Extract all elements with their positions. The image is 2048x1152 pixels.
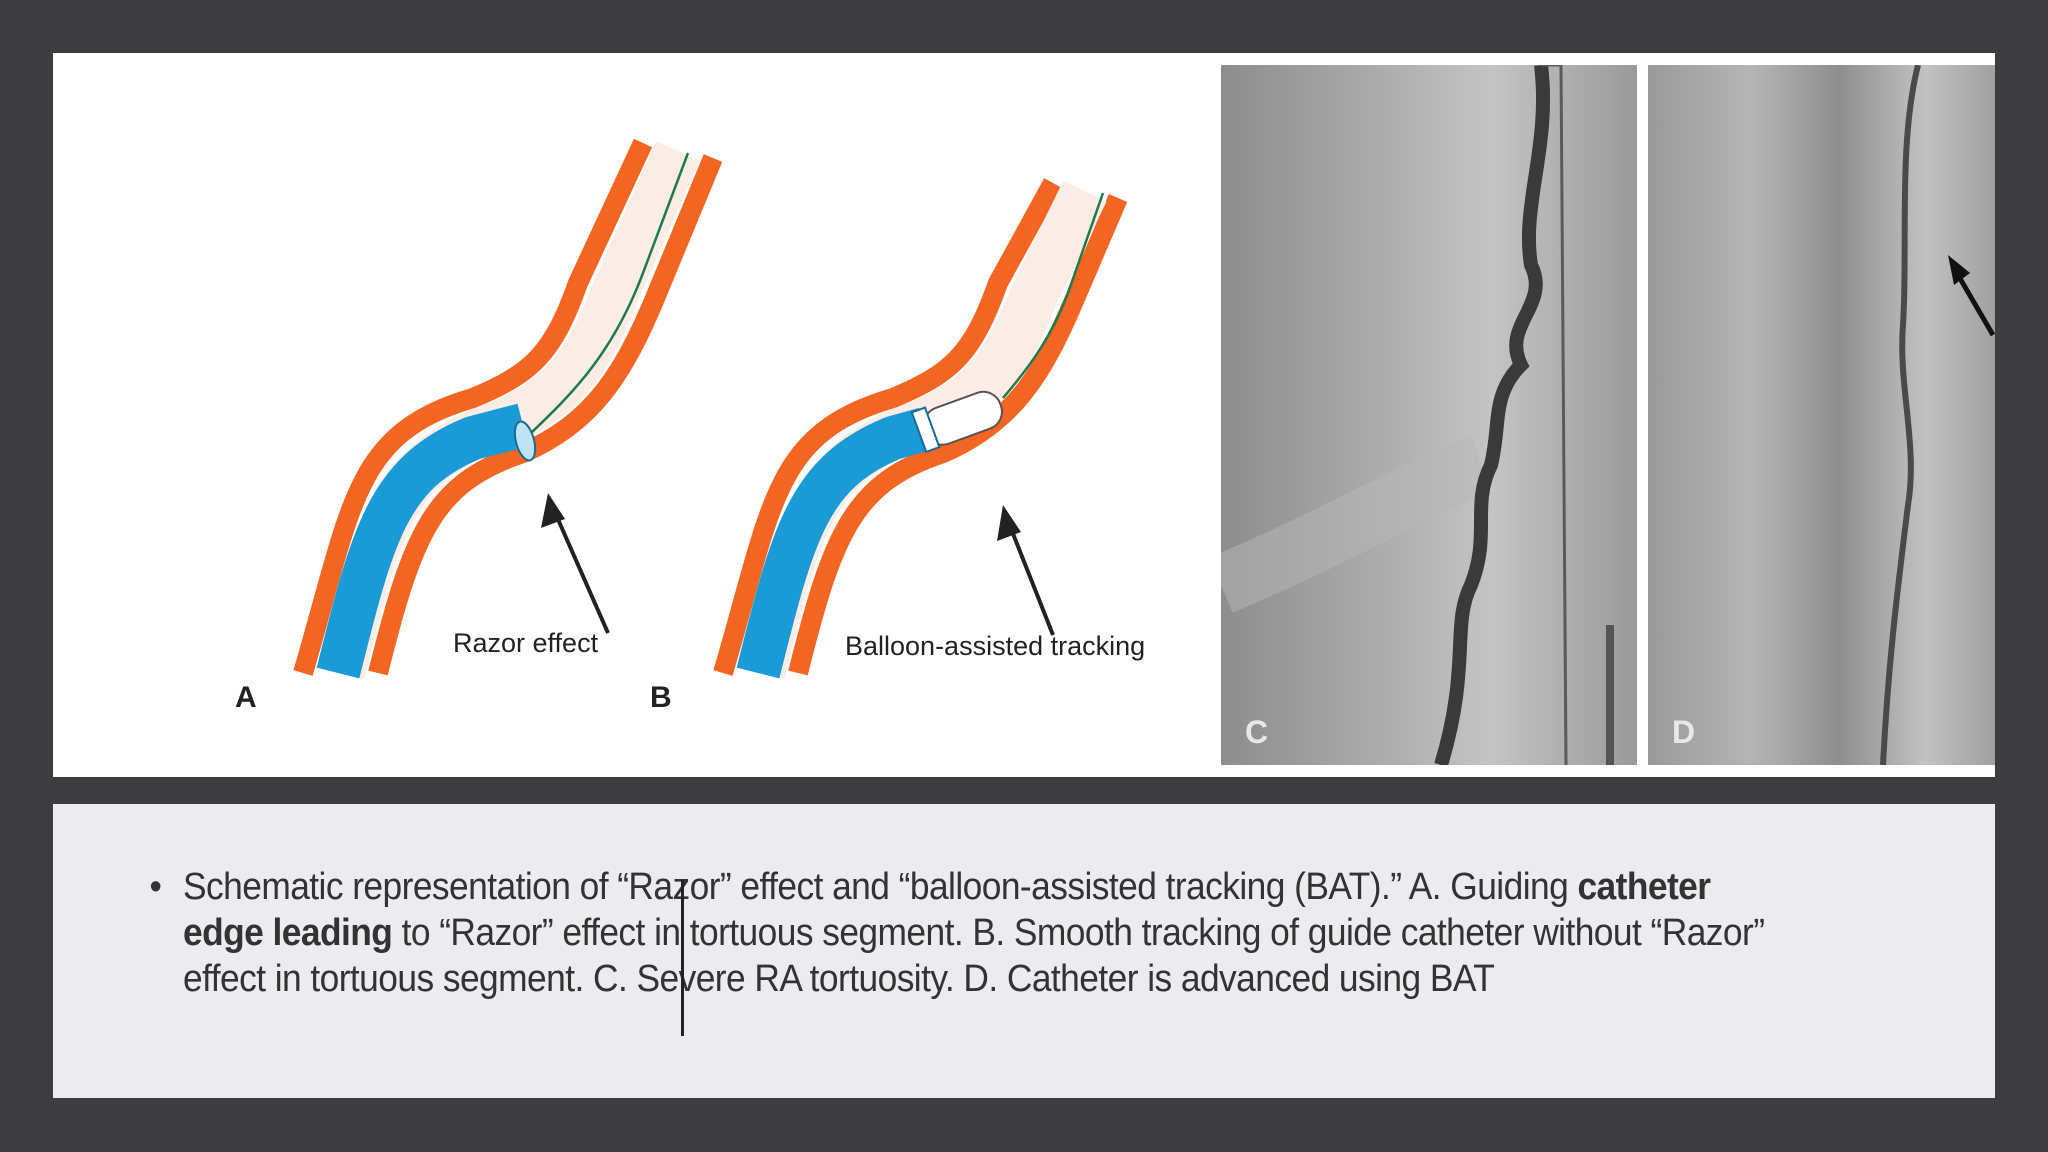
caption-panel: • Schematic representation of “Razor” ef… [53,804,1995,1098]
angiogram-c: C [1221,65,1637,765]
angiogram-d: D [1648,65,1995,765]
vessel-a [293,138,723,679]
caption-bold: catheter edge leading [183,866,1711,954]
panel-c-letter: C [1245,714,1269,750]
caption-text: • Schematic representation of “Razor” ef… [150,864,1783,1002]
bullet-marker: • [149,866,162,908]
text-cursor [681,880,684,1036]
razor-effect-label: Razor effect [453,628,599,658]
figure-panel: A Razor effect B Balloon-assisted tracki… [53,53,1995,777]
panel-b-letter: B [650,681,672,714]
vessel-b [713,178,1128,679]
panel-a-letter: A [235,681,257,714]
caption-part-1: Schematic representation of “Razor” effe… [183,866,1578,908]
caption-part-2: to “Razor” effect in tortuous segment. B… [183,912,1765,1000]
schematic-diagram [293,138,1128,679]
panel-d-letter: D [1672,714,1696,750]
balloon-assisted-tracking-label: Balloon-assisted tracking [845,631,1146,661]
